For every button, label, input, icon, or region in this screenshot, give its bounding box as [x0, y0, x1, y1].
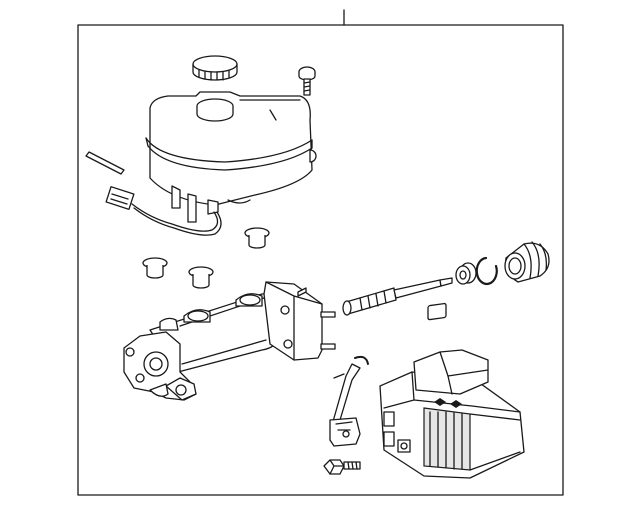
grommet-icon: [142, 227, 270, 289]
seal-ring-icon: [455, 262, 477, 285]
snap-ring-icon: [475, 256, 498, 286]
reservoir-cap-icon: [192, 55, 238, 81]
bolt-icon: [323, 459, 361, 475]
boot-icon: [504, 241, 550, 283]
piston-rod-icon: [342, 277, 453, 316]
screw-icon: [298, 66, 316, 96]
diagram-frame: [77, 24, 564, 496]
master-cylinder-icon: [123, 281, 336, 401]
bracket-icon: [329, 355, 369, 447]
fluid-reservoir-icon: [145, 91, 317, 223]
level-sensor-icon: [105, 186, 222, 236]
wire-clip-icon: [85, 151, 125, 175]
actuator-unit-icon: [379, 302, 525, 479]
